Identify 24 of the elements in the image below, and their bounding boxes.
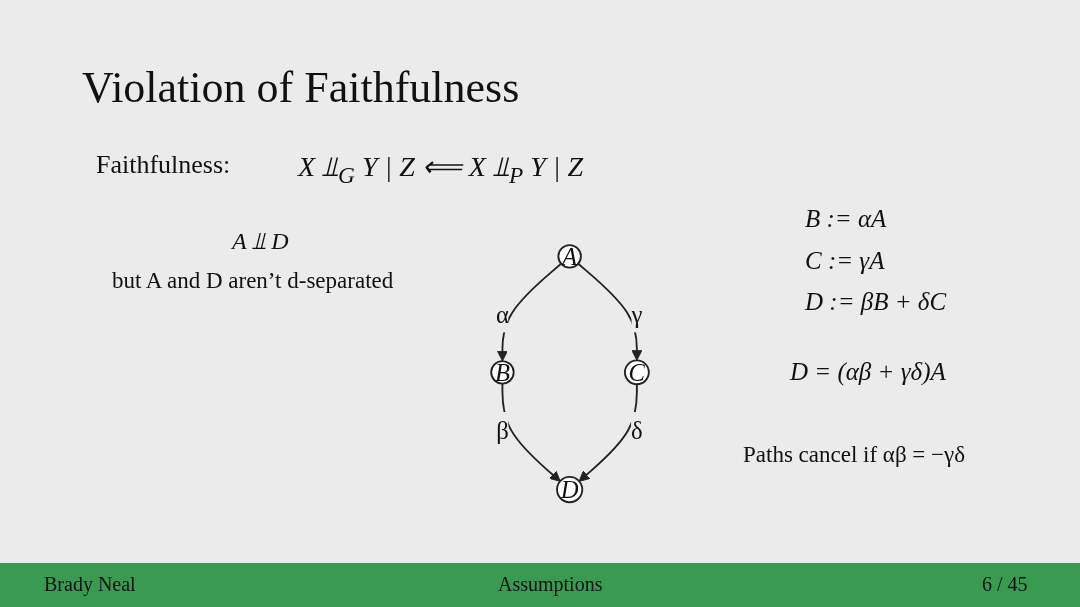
edge-label: δ (631, 417, 643, 445)
equation: C := γA (805, 247, 885, 275)
edge-label: γ (631, 300, 643, 328)
label-text: Faithfulness: (96, 150, 231, 180)
slide-title: Violation of Faithfulness (82, 62, 520, 113)
equation: D = (αβ + γδ)A (790, 358, 946, 386)
arrow (577, 262, 643, 361)
node-circle: D (556, 476, 584, 504)
equation: D := βB + δC (805, 288, 947, 316)
page-number: 6 / 45 (982, 573, 1028, 596)
node-circle: B (490, 360, 515, 385)
node-circle: C (624, 359, 650, 386)
arrow (497, 262, 563, 362)
edge-label: β (496, 417, 509, 445)
note-text: but A and D aren’t d-separated (112, 268, 394, 294)
equation: B := αA (805, 205, 887, 233)
section-name: Assumptions (498, 573, 603, 596)
math-formula: X ⫫$_{G}$ Y | Z ⟸ X ⫫$_{P}$ Y | Z (298, 150, 583, 189)
arrow (578, 383, 638, 482)
edge-label: α (495, 300, 509, 328)
author-name: Brady Neal (44, 573, 136, 596)
note-text: Paths cancel if αβ = −γδ (743, 442, 966, 468)
arrow (501, 382, 561, 482)
math-formula: A ⫫ D (232, 228, 289, 255)
